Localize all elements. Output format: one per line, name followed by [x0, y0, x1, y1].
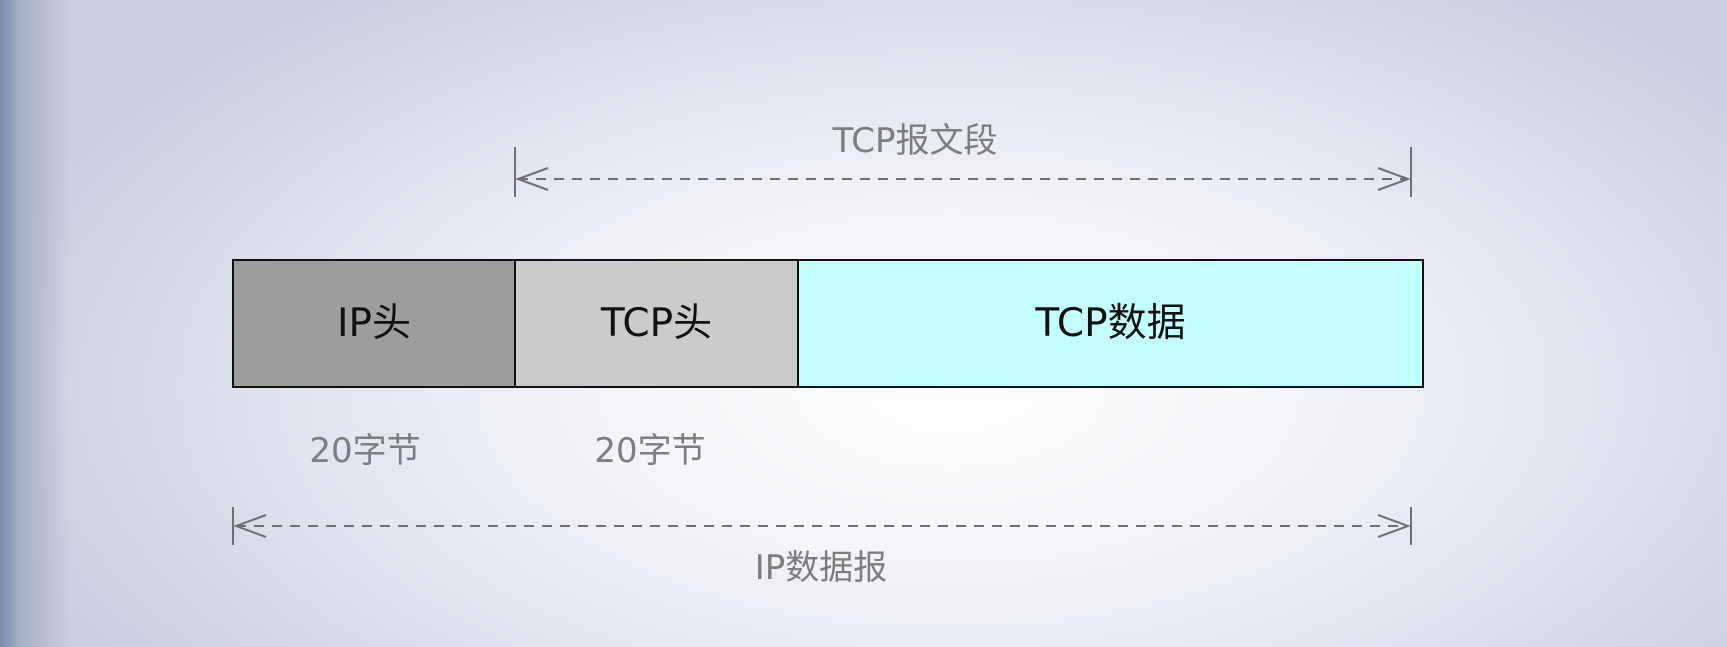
tcp-segment-label: TCP报文段 [832, 121, 998, 161]
tcp-segment-arrow [514, 147, 1412, 197]
ip-datagram-label: IP数据报 [754, 548, 888, 588]
tcp-data-block: TCP数据 [797, 259, 1424, 388]
tcp-header-label: TCP头 [600, 301, 713, 346]
ip-header-size-label: 20字节 [309, 431, 421, 471]
tcp-header-block: TCP头 [514, 259, 799, 388]
tcp-data-label: TCP数据 [1035, 301, 1186, 346]
ip-header-label: IP头 [336, 301, 412, 346]
ip-header-block: IP头 [232, 259, 516, 388]
ip-datagram-arrow [232, 507, 1412, 545]
tcp-header-size-label: 20字节 [594, 431, 706, 471]
